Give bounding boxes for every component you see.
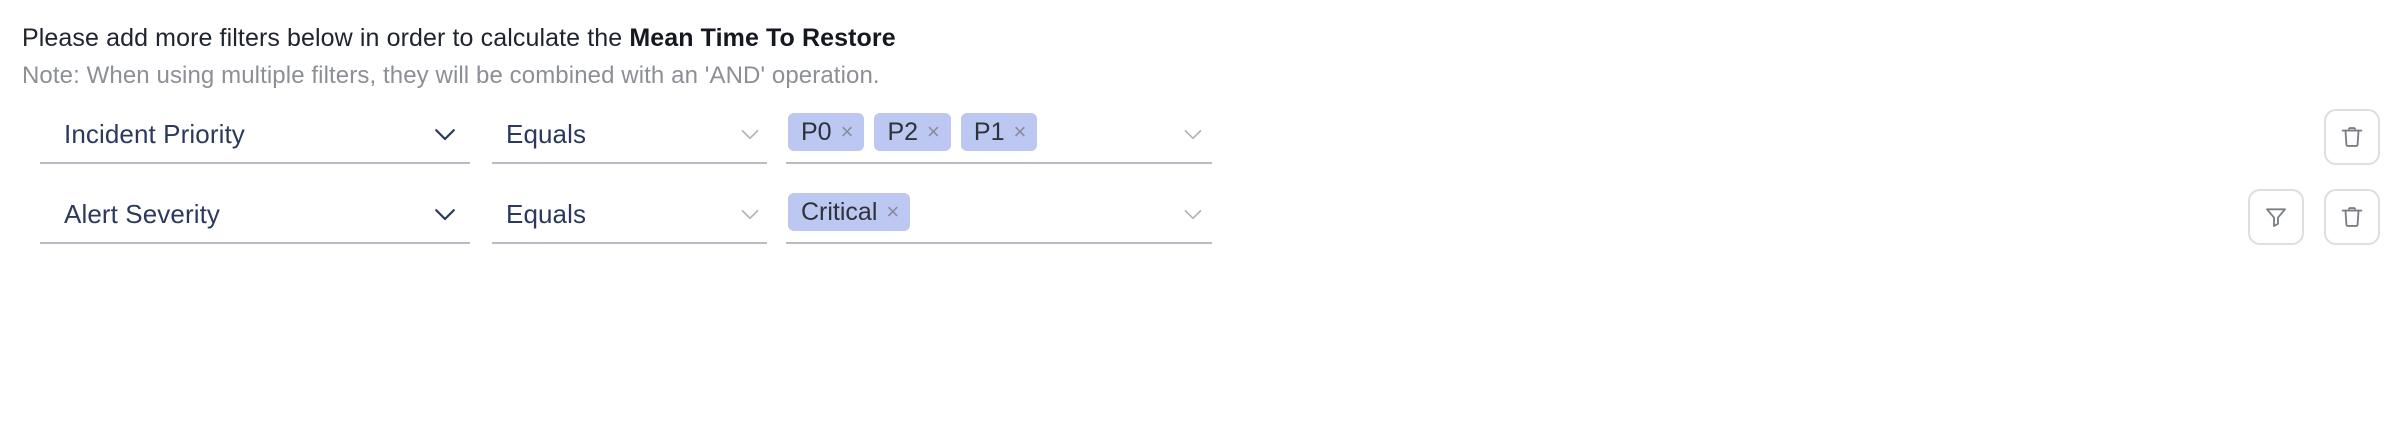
chevron-down-icon[interactable] <box>1180 121 1206 147</box>
field-select-value: Incident Priority <box>64 118 245 149</box>
chevron-down-icon <box>737 201 763 227</box>
field-select-incident-priority[interactable]: Incident Priority <box>40 106 470 164</box>
value-multiselect-row1[interactable]: P0 × P2 × P1 × <box>786 106 1212 164</box>
value-chip[interactable]: P1 × <box>960 113 1038 151</box>
field-select-value: Alert Severity <box>64 198 221 229</box>
value-chip[interactable]: Critical × <box>788 193 911 231</box>
instruction-metric-name: Mean Time To Restore <box>629 24 896 52</box>
trash-icon <box>2338 123 2366 151</box>
chip-label: P0 <box>801 117 832 146</box>
note-text: Note: When using multiple filters, they … <box>22 62 880 89</box>
chevron-down-icon <box>430 199 460 229</box>
chevron-down-icon[interactable] <box>1180 201 1206 227</box>
close-icon[interactable]: × <box>886 199 900 224</box>
operator-select-value: Equals <box>506 198 587 229</box>
filter-row: Incident Priority Equals <box>0 100 2408 180</box>
chip-list: Critical × <box>788 193 1180 235</box>
instruction-text: Please add more filters below in order t… <box>22 22 896 54</box>
delete-filter-button[interactable] <box>2324 109 2380 165</box>
value-chip[interactable]: P2 × <box>874 113 951 151</box>
chip-label: P1 <box>973 117 1005 146</box>
filter-row: Alert Severity Equals Cr <box>0 180 2408 260</box>
close-icon[interactable]: × <box>1013 119 1027 144</box>
close-icon[interactable]: × <box>927 119 940 144</box>
chip-list: P0 × P2 × P1 × <box>788 113 1180 155</box>
instruction-prefix: Please add more filters below in order t… <box>22 24 630 52</box>
operator-select-row1[interactable]: Equals <box>492 106 767 164</box>
trash-icon <box>2338 203 2366 231</box>
field-select-alert-severity[interactable]: Alert Severity <box>40 186 470 244</box>
close-icon[interactable]: × <box>840 119 854 144</box>
chip-label: Critical <box>801 197 878 226</box>
funnel-icon <box>2262 203 2290 231</box>
operator-select-value: Equals <box>506 118 587 149</box>
value-chip[interactable]: P0 × <box>788 113 865 151</box>
value-multiselect-row2[interactable]: Critical × <box>786 186 1212 244</box>
operator-select-row2[interactable]: Equals <box>492 186 767 244</box>
chevron-down-icon <box>430 119 460 149</box>
add-filter-button[interactable] <box>2248 189 2304 245</box>
filter-rows: Incident Priority Equals <box>0 100 2408 260</box>
row-actions <box>2324 108 2380 166</box>
delete-filter-button[interactable] <box>2324 189 2380 245</box>
chevron-down-icon <box>737 121 763 147</box>
chip-label: P2 <box>887 117 919 146</box>
row-actions <box>2248 188 2380 246</box>
